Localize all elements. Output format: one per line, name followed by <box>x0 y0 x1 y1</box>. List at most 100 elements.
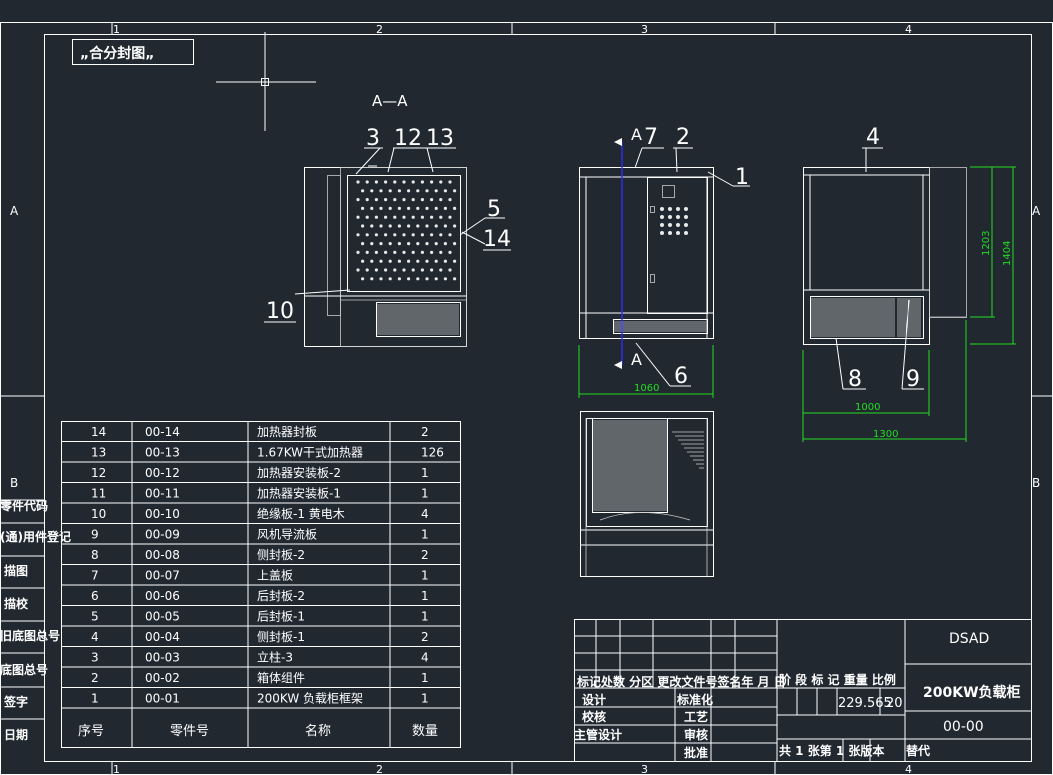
dim-1000: 1000 <box>855 402 880 413</box>
bom-cell: 6 <box>91 589 99 603</box>
strip-base: 底图总号 <box>0 662 48 677</box>
bom-cell: 1.67KW干式加热器 <box>257 446 363 460</box>
balloon-9: 9 <box>906 367 920 392</box>
control-panel-buttons <box>660 207 688 235</box>
grid-left-b: B <box>10 476 18 490</box>
bom-cell: 00-14 <box>145 425 180 439</box>
bom-cell: 1 <box>421 466 429 480</box>
bom-cell: 126 <box>421 446 444 460</box>
bom-cell: 13 <box>91 446 106 460</box>
bom-cell: 立柱-3 <box>257 650 293 665</box>
dim-1300: 1300 <box>873 429 898 440</box>
title-block: 标记处数 分区 更改文件号签名年 月 日 设计 校核 主管设计 标准化 工艺 审… <box>574 619 1032 762</box>
drawing-number: 00-00 <box>943 719 984 735</box>
bom-cell: 12 <box>91 466 106 480</box>
strip-part-code: 零件代码 <box>0 498 48 513</box>
bom-cell: 10 <box>91 507 106 521</box>
strip-date: 日期 <box>4 727 28 742</box>
bom-cell: 加热器封板 <box>257 425 317 439</box>
company-name: DSAD <box>949 631 989 647</box>
bom-cell: 8 <box>91 548 99 562</box>
bom-cell: 00-03 <box>145 651 180 665</box>
role-review: 审核 <box>684 727 708 742</box>
bom-cell: 1 <box>421 671 429 685</box>
front-section-a-top: A <box>631 125 642 144</box>
bom-cell: 后封板-1 <box>257 610 305 624</box>
grid-right-a: A <box>1032 204 1041 218</box>
bom-cell: 2 <box>421 425 429 439</box>
bom-cell: 00-12 <box>145 466 180 480</box>
balloon-4: 4 <box>866 125 880 150</box>
balloon-2: 2 <box>676 125 690 150</box>
bom-cell: 1 <box>91 692 99 706</box>
bom-cell: 4 <box>91 630 99 644</box>
section-label: A—A <box>372 92 408 110</box>
bom-cell: 3 <box>91 651 99 665</box>
top-vent-hatch <box>593 420 667 511</box>
bom-cell: 加热器安装板-1 <box>257 486 341 501</box>
bom-header-qty: 数量 <box>412 724 438 739</box>
bom-cell: 00-09 <box>145 528 180 542</box>
bom-cell: 1 <box>421 692 429 706</box>
balloon-1: 1 <box>735 165 749 190</box>
bom-cell: 00-13 <box>145 446 180 460</box>
bom-cell: 上盖板 <box>257 569 293 583</box>
bom-cell: 绝缘板-1 黄电木 <box>257 506 345 521</box>
section-hatch <box>377 304 459 335</box>
grid-top-1: 1 <box>113 23 120 36</box>
crosshair-icon <box>216 32 316 131</box>
title-box-text: „合分封图„ <box>80 45 154 62</box>
balloon-6: 6 <box>674 364 688 389</box>
weight-value: 229.565 <box>838 696 892 711</box>
scale-value: 20 <box>886 696 903 711</box>
bom-header-name: 名称 <box>305 723 331 739</box>
role-design: 设计 <box>582 692 606 707</box>
bom-header-index: 序号 <box>78 724 104 739</box>
bom-cell: 11 <box>91 487 106 501</box>
title-box: „合分封图„ <box>72 39 194 65</box>
balloon-8: 8 <box>848 367 862 392</box>
heater-dot-array <box>356 180 457 281</box>
top-view <box>580 411 714 577</box>
bom-cell: 加热器安装板-2 <box>257 465 341 480</box>
bom-cell: 箱体组件 <box>257 670 305 685</box>
role-process: 工艺 <box>684 709 708 724</box>
side-view: 4 8 9 1000 1300 1203 1404 <box>802 125 1016 442</box>
bom-cell: 2 <box>421 548 429 562</box>
strip-old-base: 旧底图总号 <box>0 628 60 643</box>
grid-bottom-4: 4 <box>905 763 912 775</box>
bom-cell: 1 <box>421 528 429 542</box>
balloon-13: 13 <box>426 126 454 151</box>
fan-guide-lines <box>599 431 704 521</box>
dim-1060: 1060 <box>634 383 659 394</box>
balloon-7: 7 <box>644 125 658 150</box>
grid-bottom-2: 2 <box>376 763 383 775</box>
strip-common-part: (通)用件登记 <box>0 529 71 544</box>
bom-cell: 风机导流板 <box>257 528 317 542</box>
grid-right-b: B <box>1032 476 1040 490</box>
bom-cell: 00-05 <box>145 610 180 624</box>
bom-cell: 4 <box>421 507 429 521</box>
front-vent-hatch <box>614 321 706 332</box>
bom-cell: 00-04 <box>145 630 180 644</box>
bom-cell: 2 <box>421 630 429 644</box>
strip-sign: 签字 <box>3 694 28 709</box>
balloon-10: 10 <box>266 299 294 324</box>
bom-cell: 后封板-2 <box>257 589 305 603</box>
bom-cell: 00-06 <box>145 589 180 603</box>
bom-header-part-no: 零件号 <box>170 724 209 739</box>
side-vent-hatch <box>811 298 921 337</box>
bom-cell: 00-02 <box>145 671 180 685</box>
bom-cell: 00-11 <box>145 487 180 501</box>
rev-header: 标记处数 分区 更改文件号签名年 月 日 <box>576 674 786 689</box>
balloon-12: 12 <box>394 126 422 151</box>
bom-cell: 5 <box>91 610 99 624</box>
grid-top-3: 3 <box>641 23 648 36</box>
front-view: A 7 2 1 A 6 1060 <box>578 125 750 398</box>
strip-trace-check: 描校 <box>4 596 29 611</box>
balloon-14: 14 <box>483 227 511 252</box>
bom-cell: 14 <box>91 425 106 439</box>
